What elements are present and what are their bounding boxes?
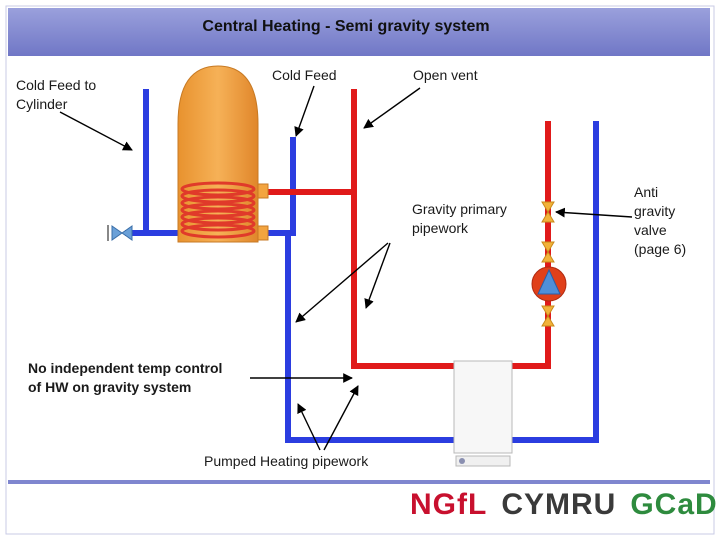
label-open-vent: Open vent (413, 67, 478, 83)
label-cold-feed: Cold Feed (272, 67, 337, 83)
anti-gravity-valve-lower-icon (541, 305, 555, 327)
return-pipework (125, 89, 599, 443)
arrow-cold-feed (294, 85, 315, 137)
arrow-anti-gravity-valve (555, 207, 633, 218)
slide-title: Central Heating - Semi gravity system (202, 18, 490, 35)
footer-logos: NGfL CYMRU GCaD (410, 488, 720, 522)
arrow-open-vent (363, 87, 421, 129)
logo-ngfl: NGfL (410, 488, 488, 521)
pump-icon (531, 266, 567, 302)
label-cold-feed-to-cylinder: Cold Feed to Cylinder (16, 77, 97, 112)
drain-valve-icon (107, 225, 133, 241)
arrow-pumped-left (297, 403, 321, 451)
arrow-cold-feed-to-cylinder (59, 111, 133, 151)
arrow-gravity-primary-2 (364, 242, 391, 309)
pumped-return-pipe (255, 121, 599, 443)
header-band (8, 8, 710, 56)
logo-cymru: CYMRU (501, 488, 617, 521)
label-anti-gravity-valve: Anti gravity valve (page 6) (634, 184, 687, 257)
boiler (453, 360, 513, 467)
pointer-arrows (59, 85, 633, 451)
heating-coil (180, 181, 256, 239)
label-gravity-primary: Gravity primary pipework (412, 201, 507, 236)
logo-gcad: GCaD (630, 488, 718, 521)
label-pumped-heating: Pumped Heating pipework (204, 453, 369, 469)
footer-band (8, 480, 710, 484)
anti-gravity-valve-upper-icon (541, 201, 555, 223)
arrow-pumped-right (323, 385, 359, 451)
anti-gravity-valve-middle-icon (541, 241, 555, 263)
arrow-gravity-primary-1 (295, 242, 389, 323)
label-no-independent-control: No independent temp control of HW on gra… (28, 360, 223, 395)
